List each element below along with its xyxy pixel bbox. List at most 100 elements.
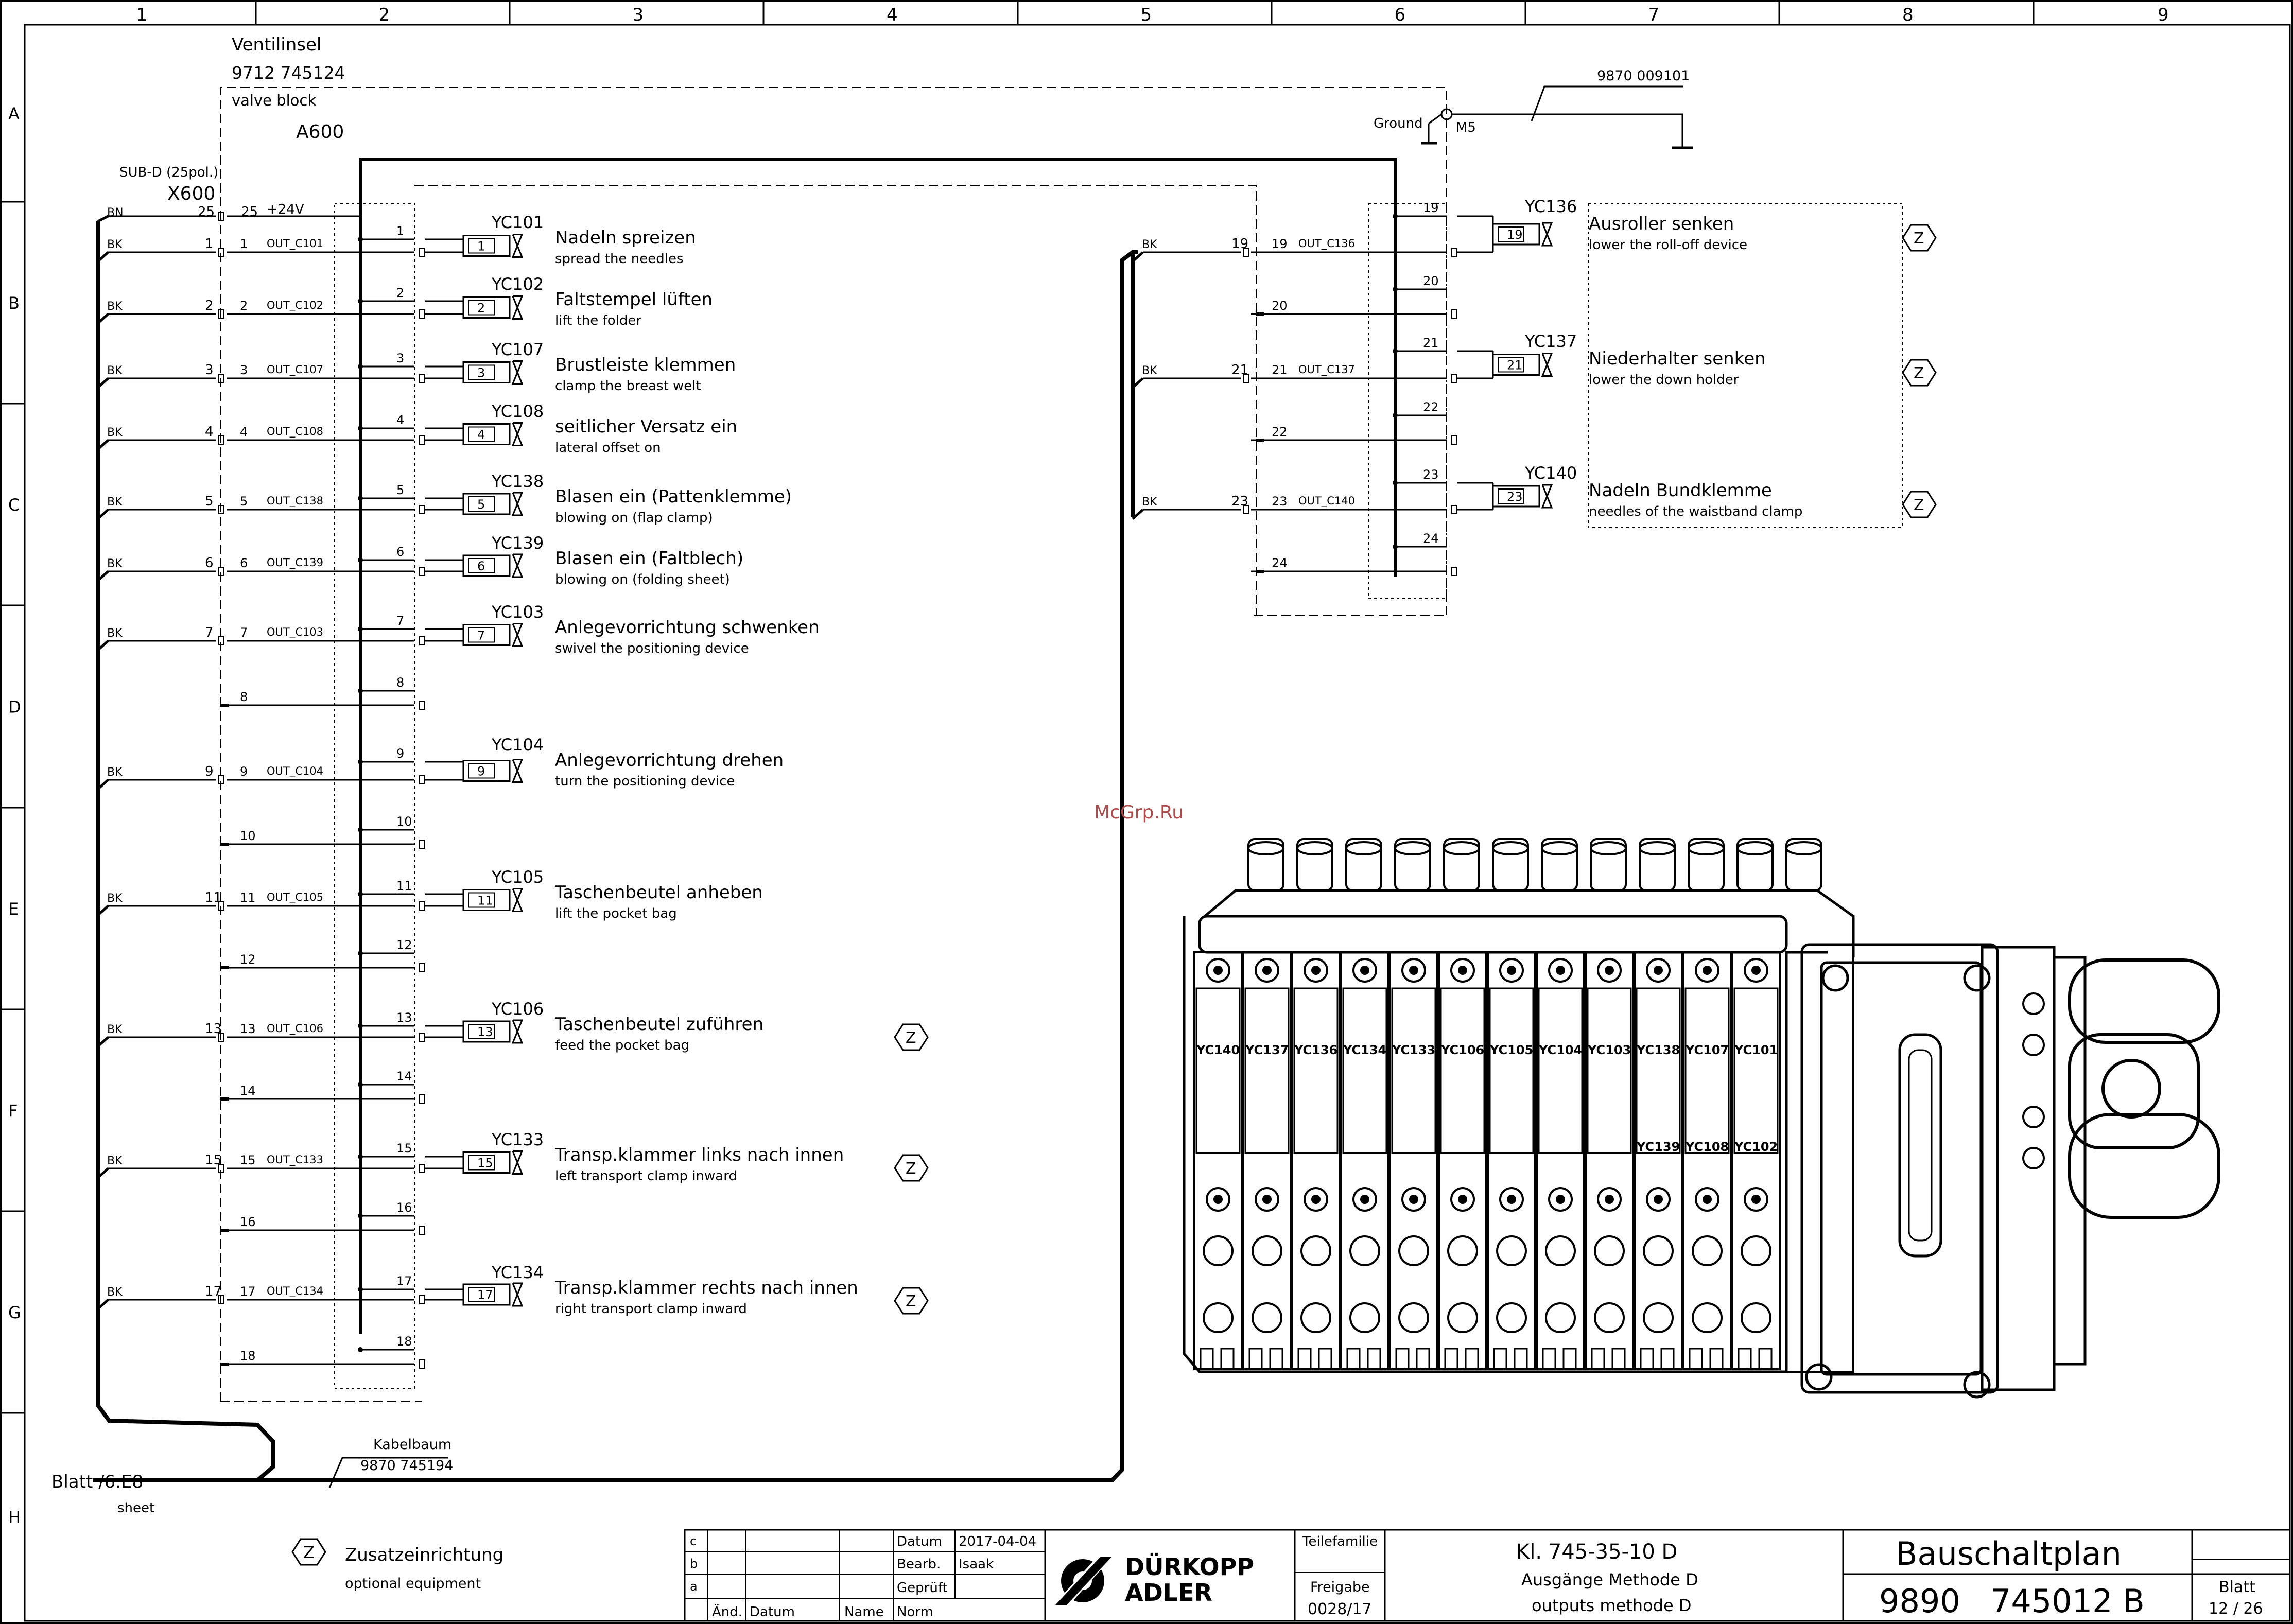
valve-slice: YC104 bbox=[1536, 838, 1627, 1370]
description-de: seitlicher Versatz ein bbox=[555, 416, 737, 437]
grid-row-label: A bbox=[8, 104, 20, 124]
terminal-pin: 22 bbox=[1272, 425, 1288, 439]
bus-pin: 9 bbox=[396, 746, 404, 761]
signal-name: OUT_C139 bbox=[267, 556, 323, 569]
valve-slice-label-lower: YC108 bbox=[1685, 1140, 1729, 1154]
signal-name: OUT_C102 bbox=[267, 299, 323, 312]
signal-name: OUT_C108 bbox=[267, 425, 323, 438]
valve-ref: YC140 bbox=[1524, 463, 1577, 483]
signal-name: OUT_C101 bbox=[267, 237, 323, 250]
optional-symbol: Z bbox=[906, 1160, 916, 1178]
grid-column-label: 6 bbox=[1395, 5, 1406, 25]
description-de: Taschenbeutel zuführen bbox=[554, 1014, 763, 1035]
bus-pin: 6 bbox=[396, 545, 404, 559]
optional-box bbox=[1588, 203, 1903, 528]
col-name: Name bbox=[844, 1604, 884, 1620]
description-en: swivel the positioning device bbox=[555, 641, 749, 656]
wire-color: BK bbox=[107, 496, 123, 509]
description-en: needles of the waistband clamp bbox=[1589, 504, 1802, 519]
valve-island-ref: A600 bbox=[296, 121, 344, 143]
valve-ref: YC102 bbox=[491, 274, 544, 294]
terminal-pin: 17 bbox=[240, 1284, 256, 1299]
valve-slice-label-lower: YC139 bbox=[1636, 1140, 1680, 1154]
terminal-pin: 1 bbox=[240, 237, 248, 251]
supply-label: +24V bbox=[267, 202, 304, 217]
valve-slice-label: YC106 bbox=[1440, 1043, 1484, 1057]
connector-pin: 7 bbox=[205, 625, 214, 640]
connector-pin: 9 bbox=[205, 764, 214, 779]
valve-slice-label: YC138 bbox=[1636, 1043, 1680, 1057]
valve-coil-number: 6 bbox=[477, 559, 485, 573]
bus-pin: 4 bbox=[396, 413, 404, 427]
legend-symbol-letter: Z bbox=[303, 1543, 315, 1562]
valve-coil-number: 1 bbox=[477, 239, 485, 254]
connector-pin: 19 bbox=[1231, 236, 1248, 252]
ground-label: Ground bbox=[1374, 116, 1423, 131]
col-datum: Datum bbox=[750, 1604, 795, 1620]
title-block bbox=[684, 1529, 2291, 1622]
terminal-pin: 5 bbox=[240, 494, 248, 509]
valve-ref: YC136 bbox=[1524, 197, 1577, 216]
terminal-pin: 11 bbox=[240, 890, 256, 905]
bus-pin: 10 bbox=[396, 814, 412, 829]
connector-pin: 1 bbox=[205, 236, 214, 252]
terminal-pin: 21 bbox=[1272, 363, 1288, 377]
bus-pin: 14 bbox=[396, 1069, 412, 1084]
bus-pin: 8 bbox=[396, 675, 404, 690]
harness-part: 9870 745194 bbox=[360, 1458, 453, 1474]
teilefamilie-label: Teilefamilie bbox=[1302, 1534, 1378, 1549]
description-en: blowing on (flap clamp) bbox=[555, 510, 713, 526]
valve-slice: YC101 bbox=[1731, 838, 1822, 1370]
sheet-label: Blatt bbox=[2219, 1578, 2255, 1596]
signal-name: OUT_C137 bbox=[1298, 363, 1355, 376]
valve-coil-number: 3 bbox=[477, 366, 485, 380]
grid-column-label: 1 bbox=[136, 5, 148, 25]
connector-pin: 21 bbox=[1231, 362, 1248, 378]
wire-color: BK bbox=[107, 300, 123, 313]
wire-color: BK bbox=[107, 238, 123, 251]
valve-ref: YC106 bbox=[491, 999, 544, 1019]
valve-ref: YC133 bbox=[491, 1130, 544, 1149]
valve-coil-number: 19 bbox=[1507, 228, 1523, 242]
bus-pin: 3 bbox=[396, 351, 404, 365]
terminal-pin: 24 bbox=[1272, 556, 1288, 570]
valve-slice-label: YC140 bbox=[1196, 1043, 1240, 1057]
description-de: Transp.klammer rechts nach innen bbox=[554, 1278, 858, 1298]
bus-pin: 22 bbox=[1423, 400, 1439, 414]
valve-coil-number: 21 bbox=[1507, 358, 1523, 373]
valve-slice-label-lower: YC102 bbox=[1734, 1140, 1778, 1154]
bus-pin: 13 bbox=[396, 1010, 412, 1025]
grid-row-label: D bbox=[8, 697, 21, 717]
supply-pin-inner: 25 bbox=[241, 204, 258, 220]
valve-ref: YC103 bbox=[491, 602, 544, 622]
description-de: Ausgänge Methode D bbox=[1521, 1570, 1698, 1590]
terminal-pin: 7 bbox=[240, 625, 248, 640]
sheet-ref: Blatt /6.E8 bbox=[51, 1472, 143, 1492]
valve-island-boundary bbox=[220, 87, 1447, 1402]
valve-ref: YC138 bbox=[491, 472, 544, 491]
grid-row-label: H bbox=[8, 1508, 21, 1527]
connector-pin: 4 bbox=[205, 424, 214, 440]
valve-ref: YC137 bbox=[1524, 331, 1577, 351]
valve-ref: YC105 bbox=[491, 867, 544, 887]
valve-coil-number: 15 bbox=[477, 1156, 493, 1171]
description-en: lower the down holder bbox=[1589, 372, 1739, 388]
valve-island-subtitle: valve block bbox=[232, 92, 316, 109]
description-de: Anlegevorrichtung drehen bbox=[555, 750, 784, 771]
grid-column-label: 5 bbox=[1141, 5, 1152, 25]
description-de: Nadeln spreizen bbox=[555, 228, 696, 248]
terminal-pin: 18 bbox=[240, 1349, 256, 1363]
grid-row-label: F bbox=[8, 1101, 18, 1121]
description-en: blowing on (folding sheet) bbox=[555, 572, 730, 587]
legend-optional-symbol: Z bbox=[291, 1538, 326, 1566]
col-aend: Änd. bbox=[712, 1603, 742, 1620]
